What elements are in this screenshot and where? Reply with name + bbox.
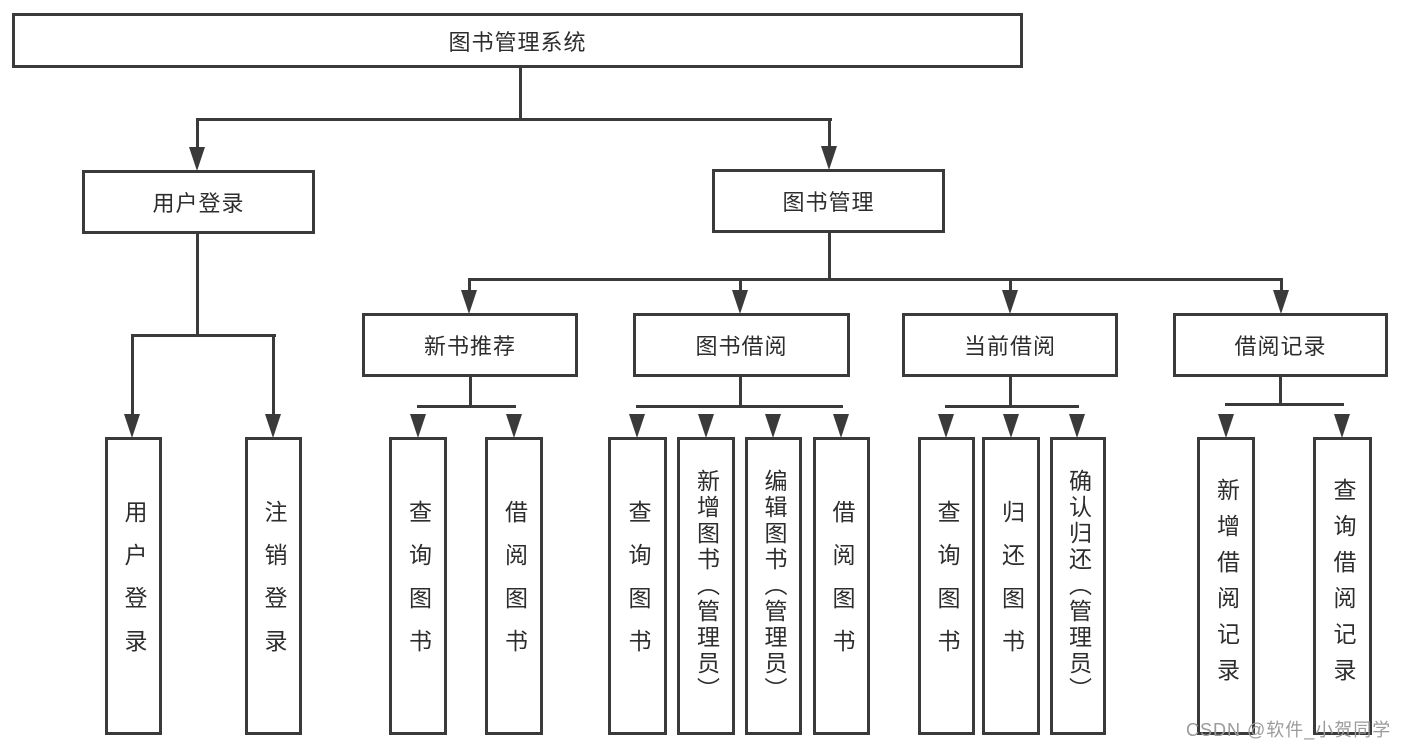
connector-line xyxy=(469,278,1283,281)
node-label: 图书管理系统 xyxy=(448,29,587,55)
connector-line xyxy=(196,234,199,335)
node-label: 用户登录 xyxy=(121,500,147,672)
arrowhead-down-icon xyxy=(1069,414,1085,438)
arrowhead-down-icon xyxy=(629,414,645,438)
node-label: 借阅图书 xyxy=(829,500,855,672)
connector-line xyxy=(1279,377,1282,405)
connector-line xyxy=(131,334,134,416)
node-leaf-query-book-2: 查询图书 xyxy=(608,437,667,735)
node-leaf-borrow-book-2: 借阅图书 xyxy=(813,437,870,735)
node-leaf-add-book: 新增图书（管理员） xyxy=(677,437,735,735)
node-label: 查询借阅记录 xyxy=(1330,478,1356,694)
node-label: 新书推荐 xyxy=(423,334,516,359)
connector-line xyxy=(1280,278,1283,292)
connector-line xyxy=(468,278,471,292)
node-label: 查询图书 xyxy=(405,500,432,672)
node-leaf-return-book: 归还图书 xyxy=(982,437,1040,735)
arrowhead-down-icon xyxy=(1334,414,1350,438)
csdn-watermark: CSDN @软件_小贺同学 xyxy=(1186,720,1392,740)
node-label: 借阅记录 xyxy=(1234,334,1327,359)
node-leaf-query-book-1: 查询图书 xyxy=(389,437,447,735)
node-leaf-user-login: 用户登录 xyxy=(105,437,162,735)
arrowhead-down-icon xyxy=(732,290,748,314)
arrowhead-down-icon xyxy=(1273,290,1289,314)
node-label: 确认归还（管理员） xyxy=(1065,469,1092,703)
arrowhead-down-icon xyxy=(938,414,954,438)
node-label: 查询图书 xyxy=(934,500,960,672)
node-label: 图书借阅 xyxy=(695,334,788,359)
connector-line xyxy=(828,118,831,150)
connector-line xyxy=(132,334,276,337)
connector-line xyxy=(469,377,472,407)
connector-line xyxy=(1009,377,1012,407)
arrowhead-down-icon xyxy=(506,414,522,438)
connector-line xyxy=(1225,403,1344,406)
arrowhead-down-icon xyxy=(833,414,849,438)
connector-line xyxy=(417,405,516,408)
arrowhead-down-icon xyxy=(461,290,477,314)
node-label: 当前借阅 xyxy=(963,334,1056,359)
node-borrow-records: 借阅记录 xyxy=(1173,313,1388,377)
arrowhead-down-icon xyxy=(765,414,781,438)
node-leaf-add-borrow-record: 新增借阅记录 xyxy=(1197,437,1255,735)
arrowhead-down-icon xyxy=(698,414,714,438)
arrowhead-down-icon xyxy=(189,147,205,171)
node-user-login-group: 用户登录 xyxy=(82,170,315,234)
connector-line xyxy=(519,68,522,119)
node-leaf-logout: 注销登录 xyxy=(245,437,302,735)
node-leaf-edit-book: 编辑图书（管理员） xyxy=(745,437,802,735)
node-label: 查询图书 xyxy=(625,500,651,672)
node-label: 归还图书 xyxy=(998,500,1025,672)
node-leaf-query-borrow-record: 查询借阅记录 xyxy=(1313,437,1372,735)
node-leaf-borrow-book-1: 借阅图书 xyxy=(485,437,543,735)
connector-line xyxy=(636,405,843,408)
node-label: 新增图书（管理员） xyxy=(693,469,720,703)
node-leaf-confirm-return: 确认归还（管理员） xyxy=(1050,437,1106,735)
node-label: 用户登录 xyxy=(152,191,245,216)
node-label: 借阅图书 xyxy=(501,500,528,672)
arrowhead-down-icon xyxy=(410,414,426,438)
node-book-borrow: 图书借阅 xyxy=(633,313,850,377)
connector-line xyxy=(197,118,832,121)
node-label: 新增借阅记录 xyxy=(1213,478,1240,694)
arrowhead-down-icon xyxy=(265,414,281,438)
arrowhead-down-icon xyxy=(821,146,837,170)
node-label: 图书管理 xyxy=(782,190,875,215)
arrowhead-down-icon xyxy=(1003,414,1019,438)
connector-line xyxy=(828,233,831,279)
node-leaf-query-book-3: 查询图书 xyxy=(918,437,975,735)
node-root: 图书管理系统 xyxy=(12,13,1023,68)
arrowhead-down-icon xyxy=(124,414,140,438)
connector-line xyxy=(739,377,742,407)
connector-line xyxy=(945,405,1079,408)
connector-line xyxy=(272,334,275,416)
node-new-book-recommend: 新书推荐 xyxy=(362,313,578,377)
node-label: 注销登录 xyxy=(261,500,287,672)
node-current-borrow: 当前借阅 xyxy=(902,313,1118,377)
node-book-management: 图书管理 xyxy=(712,169,945,233)
arrowhead-down-icon xyxy=(1218,414,1234,438)
connector-line xyxy=(196,118,199,150)
node-label: 编辑图书（管理员） xyxy=(761,469,787,703)
connector-line xyxy=(739,278,742,292)
connector-line xyxy=(1009,278,1012,292)
arrowhead-down-icon xyxy=(1002,290,1018,314)
